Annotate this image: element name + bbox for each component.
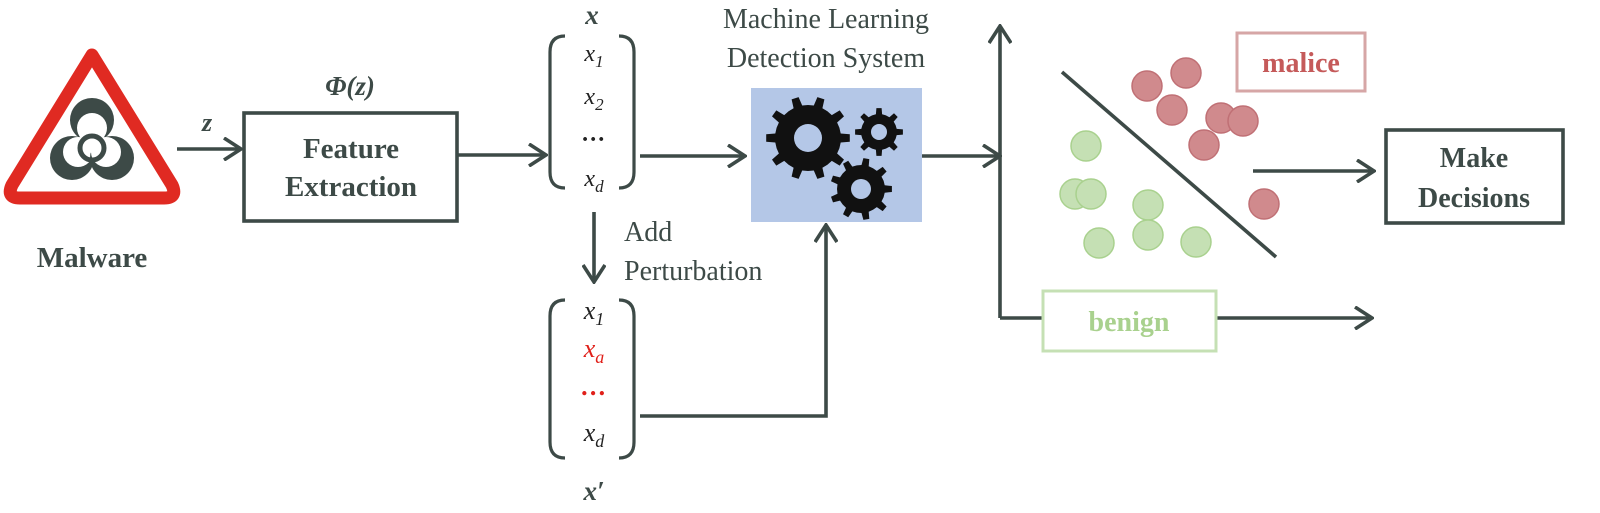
arrow-perturbed-to-mlds [640,225,826,418]
benign-point [1132,189,1164,221]
malice-point [1227,105,1259,137]
vector-entry-subscript: d [595,177,604,196]
vector-x-items: x1 x2 … xd [582,41,606,196]
benign-points [1059,130,1212,259]
phi-label: Φ(z) [325,71,375,101]
feature-extraction-box [242,111,459,223]
gears-icon [766,97,903,220]
malice-point [1248,188,1280,220]
malice-point [1131,70,1163,102]
malware-warning-icon [3,48,181,205]
malware-label: Malware [37,242,148,274]
malice-point [1170,57,1202,89]
vector-entry: xa [583,334,605,367]
gear-icon [766,97,850,179]
input-var-z: z [201,108,213,137]
benign-label: benign [1089,307,1170,338]
feature-box-line1: Feature [303,133,399,165]
vector-x-name: x [584,0,599,30]
vector-xp-right-bracket [618,298,636,460]
vector-entry-subscript: 2 [595,95,604,114]
malice-points [1131,57,1280,220]
decision-box-line1: Make [1440,143,1508,174]
vector-xp-name: x′ [582,476,604,506]
malice-point [1188,129,1220,161]
vector-entry-subscript: d [595,431,605,451]
mlds-title-line1: Machine Learning [723,4,929,35]
vector-entry: x2 [583,84,604,114]
gear-icon [831,158,892,220]
malice-label-box [1235,31,1367,93]
vector-x-right-bracket [618,34,636,190]
decision-box-line2: Decisions [1418,183,1530,214]
vector-entry: xd [583,418,606,451]
perturbation-line2: Perturbation [624,256,762,287]
perturbation-line1: Add [624,217,672,248]
vector-entry-subscript: a [595,347,604,367]
vector-entry: xd [583,166,604,196]
decision-boundary-line [1060,70,1278,259]
benign-label-box [1041,289,1218,353]
vector-xp-items: x1 xa … xd [581,296,607,451]
vector-entry-subscript: 1 [595,52,604,71]
malice-point [1156,94,1188,126]
feature-box-line2: Extraction [285,171,417,203]
benign-point [1083,227,1115,259]
vector-entry: … [582,121,606,147]
biohazard-icon [50,98,134,180]
gear-icon [855,108,903,156]
vector-entry: x1 [583,41,603,71]
vector-entry-subscript: 1 [595,309,604,329]
vector-entry: x1 [583,296,605,329]
vector-xp-left-bracket [548,298,566,460]
malice-label: malice [1262,48,1340,79]
vector-x-left-bracket [548,34,566,190]
make-decisions-box [1384,128,1565,225]
benign-point [1075,178,1107,210]
vector-entry: … [581,372,607,401]
benign-point [1070,130,1102,162]
benign-point [1180,226,1212,258]
mlds-title-line2: Detection System [727,43,926,74]
benign-point [1132,219,1164,251]
